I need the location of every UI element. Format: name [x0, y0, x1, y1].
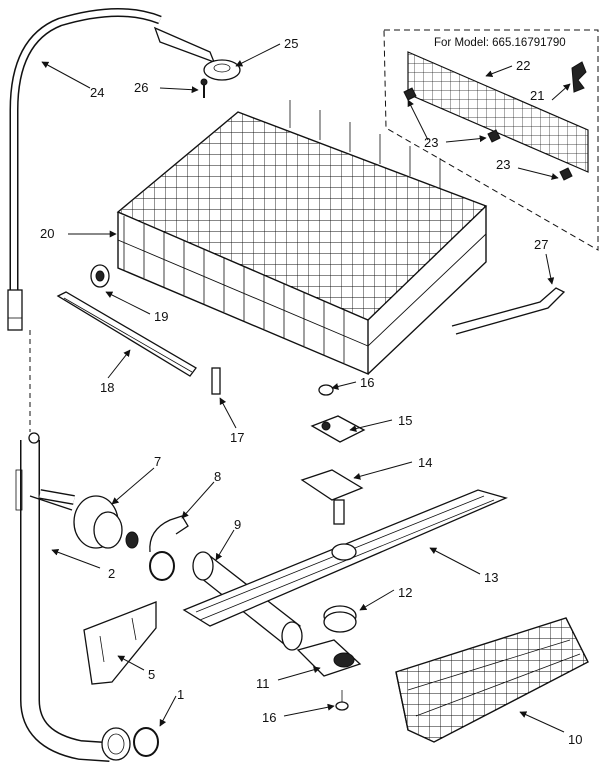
- leader-lines: [41, 43, 571, 733]
- part-17-stop: [211, 367, 221, 395]
- callout-labels: 1 2 5 7 8 9 10 11 12 13 14 15 16 16 17 1…: [40, 36, 582, 747]
- callout-18: 18: [100, 380, 114, 395]
- part-13-spray-arm: [182, 489, 508, 627]
- part-24-tube: [7, 7, 162, 331]
- callout-9: 9: [234, 517, 241, 532]
- callout-27: 27: [534, 237, 548, 252]
- callout-14: 14: [418, 455, 432, 470]
- part-5-bracket: [83, 601, 157, 685]
- part-14-bracket: [300, 469, 364, 525]
- callout-13: 13: [484, 570, 498, 585]
- part-27-rail: [451, 287, 566, 335]
- callout-15: 15: [398, 413, 412, 428]
- part-18-rail: [56, 291, 197, 377]
- callout-19: 19: [154, 309, 168, 324]
- callout-25: 25: [284, 36, 298, 51]
- callout-24: 24: [90, 85, 104, 100]
- callout-12: 12: [398, 585, 412, 600]
- callout-5: 5: [148, 667, 155, 682]
- part-11-bearing: [296, 639, 362, 677]
- part-2-supply-tube: [15, 330, 131, 762]
- part-7-hub: [39, 489, 139, 549]
- part-10-basket: [395, 617, 589, 743]
- part-20-dishrack: [116, 100, 488, 376]
- part-22-grid-panel: [407, 51, 589, 173]
- part-26-screw: [200, 78, 208, 98]
- callout-23-b: 23: [496, 157, 510, 172]
- part-15-manifold: [310, 415, 366, 443]
- callout-16-top: 16: [360, 375, 374, 390]
- callout-20: 20: [40, 226, 54, 241]
- callout-10: 10: [568, 732, 582, 747]
- callout-21: 21: [530, 88, 544, 103]
- callout-17: 17: [230, 430, 244, 445]
- callout-23-a: 23: [424, 135, 438, 150]
- model-note: For Model: 665.16791790: [434, 37, 566, 49]
- part-8-clamp: [149, 515, 189, 581]
- part-1-o-ring: [133, 727, 159, 757]
- callout-7: 7: [154, 454, 161, 469]
- part-16-nut-top: [318, 384, 334, 396]
- part-19-roller: [90, 264, 110, 288]
- model-box: For Model: 665.16791790: [383, 29, 599, 251]
- callout-2: 2: [108, 566, 115, 581]
- callout-22: 22: [516, 58, 530, 73]
- part-25-nozzle: [153, 26, 241, 81]
- callout-1: 1: [177, 687, 184, 702]
- callout-16-bottom: 16: [262, 710, 276, 725]
- part-16-nut-bottom: [335, 690, 349, 711]
- callout-11: 11: [256, 676, 270, 691]
- part-23-clips: [403, 87, 573, 181]
- callout-8: 8: [214, 469, 221, 484]
- part-21-clip: [571, 61, 587, 93]
- callout-26: 26: [134, 80, 148, 95]
- part-12-seal: [323, 605, 357, 633]
